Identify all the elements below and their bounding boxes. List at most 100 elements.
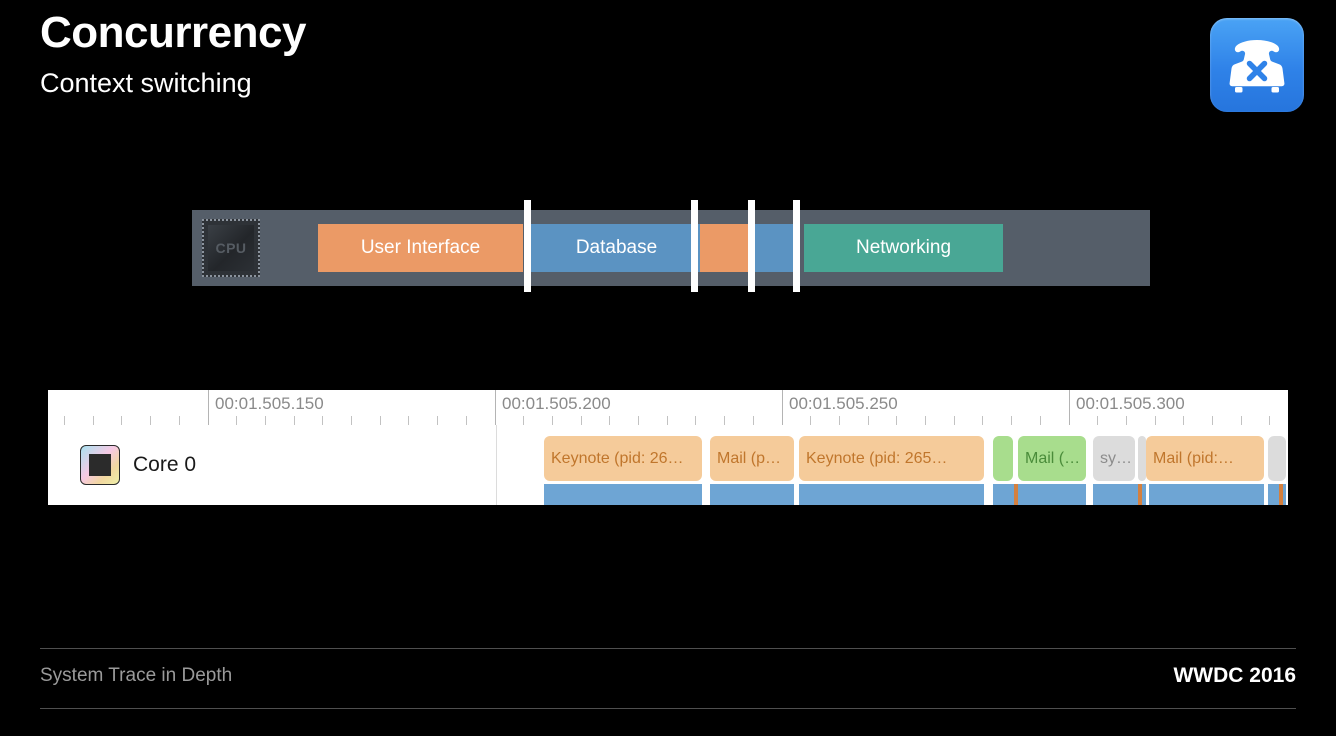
context-switch-marker (793, 200, 800, 292)
ruler-minor-tick (552, 416, 553, 425)
ruler-minor-tick (408, 416, 409, 425)
thread-block-label: Mail (pid:… (1153, 449, 1234, 467)
instruments-timeline-panel[interactable]: 00:01.505.150 00:01.505.200 00:01.505.250 0… (48, 390, 1288, 505)
ruler-minor-tick (954, 416, 955, 425)
cpu-task-label: Networking (855, 237, 952, 258)
ruler-minor-tick (121, 416, 122, 425)
ruler-minor-tick (810, 416, 811, 425)
footer-divider-bottom (40, 708, 1296, 709)
thread-block[interactable]: sy… (1093, 436, 1135, 481)
footer-event-name: WWDC 2016 (1173, 664, 1296, 687)
ruler-major-tick: 00:01.505.200 (495, 390, 611, 425)
ruler-minor-tick (294, 416, 295, 425)
thread-block-label: sy… (1100, 449, 1132, 467)
thread-block[interactable]: Keynote (pid: 265… (799, 436, 984, 481)
thread-block[interactable]: Mail (… (1018, 436, 1086, 481)
thread-state-strip[interactable] (799, 484, 984, 505)
thread-block-label: Mail (p… (717, 449, 782, 467)
cpu-task-block: User Interface (318, 224, 523, 272)
thread-block[interactable] (1268, 436, 1286, 481)
thread-state-strip[interactable] (1149, 484, 1264, 505)
ruler-minor-tick (437, 416, 438, 425)
ruler-minor-tick (322, 416, 323, 425)
ruler-minor-tick (236, 416, 237, 425)
ruler-minor-tick (380, 416, 381, 425)
ruler-minor-tick (1097, 416, 1098, 425)
cpu-task-label: Database (575, 237, 658, 258)
ruler-timestamp-label: 00:01.505.200 (502, 394, 611, 413)
cpu-chip-icon: CPU (202, 219, 260, 277)
cpu-task-block: Database (530, 224, 703, 272)
track-label: Core 0 (133, 453, 197, 476)
ruler-minor-tick (523, 416, 524, 425)
thread-state-strip[interactable] (1268, 484, 1286, 505)
thread-state-tick (1279, 484, 1283, 505)
ruler-minor-tick (1126, 416, 1127, 425)
timeline-ruler[interactable]: 00:01.505.150 00:01.505.200 00:01.505.250 0… (48, 390, 1288, 426)
cpu-timeline-bar: CPU User Interface Database Networking (192, 210, 1150, 286)
thread-block[interactable]: Mail (p… (710, 436, 794, 481)
track-header[interactable]: Core 0 (48, 425, 497, 505)
ruler-minor-tick (1155, 416, 1156, 425)
ruler-minor-tick (1040, 416, 1041, 425)
timeline-track-row[interactable]: Core 0 Keynote (pid: 26…Mail (p…Keynote … (48, 425, 1288, 505)
ruler-minor-tick (1183, 416, 1184, 425)
ruler-minor-tick (753, 416, 754, 425)
ruler-minor-tick (265, 416, 266, 425)
thread-state-tick (1014, 484, 1018, 505)
ruler-minor-tick (64, 416, 65, 425)
thread-block-label: Keynote (pid: 26… (551, 449, 684, 467)
ruler-minor-tick (581, 416, 582, 425)
track-lanes[interactable]: Keynote (pid: 26… Mail (p… Keynote (pid: 2… (48, 425, 1288, 505)
thread-block-label: Keynote (pid: 265… (806, 449, 948, 467)
ruler-minor-tick (638, 416, 639, 425)
ruler-minor-tick (1212, 416, 1213, 425)
ruler-minor-tick (667, 416, 668, 425)
ruler-minor-tick (351, 416, 352, 425)
cpu-task-label: User Interface (360, 237, 481, 258)
ruler-minor-tick (724, 416, 725, 425)
ruler-minor-tick (695, 416, 696, 425)
ruler-major-tick: 00:01.505.150 (208, 390, 324, 425)
cpu-task-block: Networking (804, 224, 1003, 272)
footer-session-title: System Trace in Depth (40, 665, 233, 686)
cpu-chip-label: CPU (208, 225, 254, 271)
thread-block[interactable] (993, 436, 1013, 481)
ruler-minor-tick (93, 416, 94, 425)
ruler-timestamp-label: 00:01.505.250 (789, 394, 898, 413)
thread-state-strip[interactable] (544, 484, 702, 505)
ruler-minor-tick (466, 416, 467, 425)
ruler-minor-tick (1269, 416, 1270, 425)
ruler-minor-tick (609, 416, 610, 425)
thread-state-strip[interactable] (1093, 484, 1146, 505)
ruler-minor-tick (179, 416, 180, 425)
ruler-timestamp-label: 00:01.505.300 (1076, 394, 1185, 413)
ruler-minor-tick (896, 416, 897, 425)
thread-block-label: Mail (… (1025, 449, 1081, 467)
cpu-task-block (700, 224, 751, 272)
context-switch-marker (524, 200, 531, 292)
ruler-minor-tick (150, 416, 151, 425)
ruler-minor-tick (1241, 416, 1242, 425)
cpu-task-block (755, 224, 800, 272)
ruler-minor-tick (839, 416, 840, 425)
ruler-major-tick: 00:01.505.300 (1069, 390, 1185, 425)
page-title: Concurrency (40, 8, 306, 57)
ruler-major-tick: 00:01.505.250 (782, 390, 898, 425)
instruments-app-icon (1210, 18, 1304, 112)
thread-block[interactable]: Mail (pid:… (1146, 436, 1264, 481)
page-subtitle: Context switching (40, 68, 252, 98)
thread-state-tick (1138, 484, 1142, 505)
ruler-minor-tick (925, 416, 926, 425)
thread-state-strip[interactable] (710, 484, 794, 505)
core-swatch-icon (80, 445, 120, 485)
ruler-minor-tick (982, 416, 983, 425)
thread-block[interactable]: Keynote (pid: 26… (544, 436, 702, 481)
footer-divider-top (40, 648, 1296, 649)
context-switch-marker (691, 200, 698, 292)
ruler-minor-tick (1011, 416, 1012, 425)
ruler-minor-tick (868, 416, 869, 425)
thread-block[interactable] (1138, 436, 1146, 481)
thread-state-strip[interactable] (993, 484, 1086, 505)
context-switch-marker (748, 200, 755, 292)
